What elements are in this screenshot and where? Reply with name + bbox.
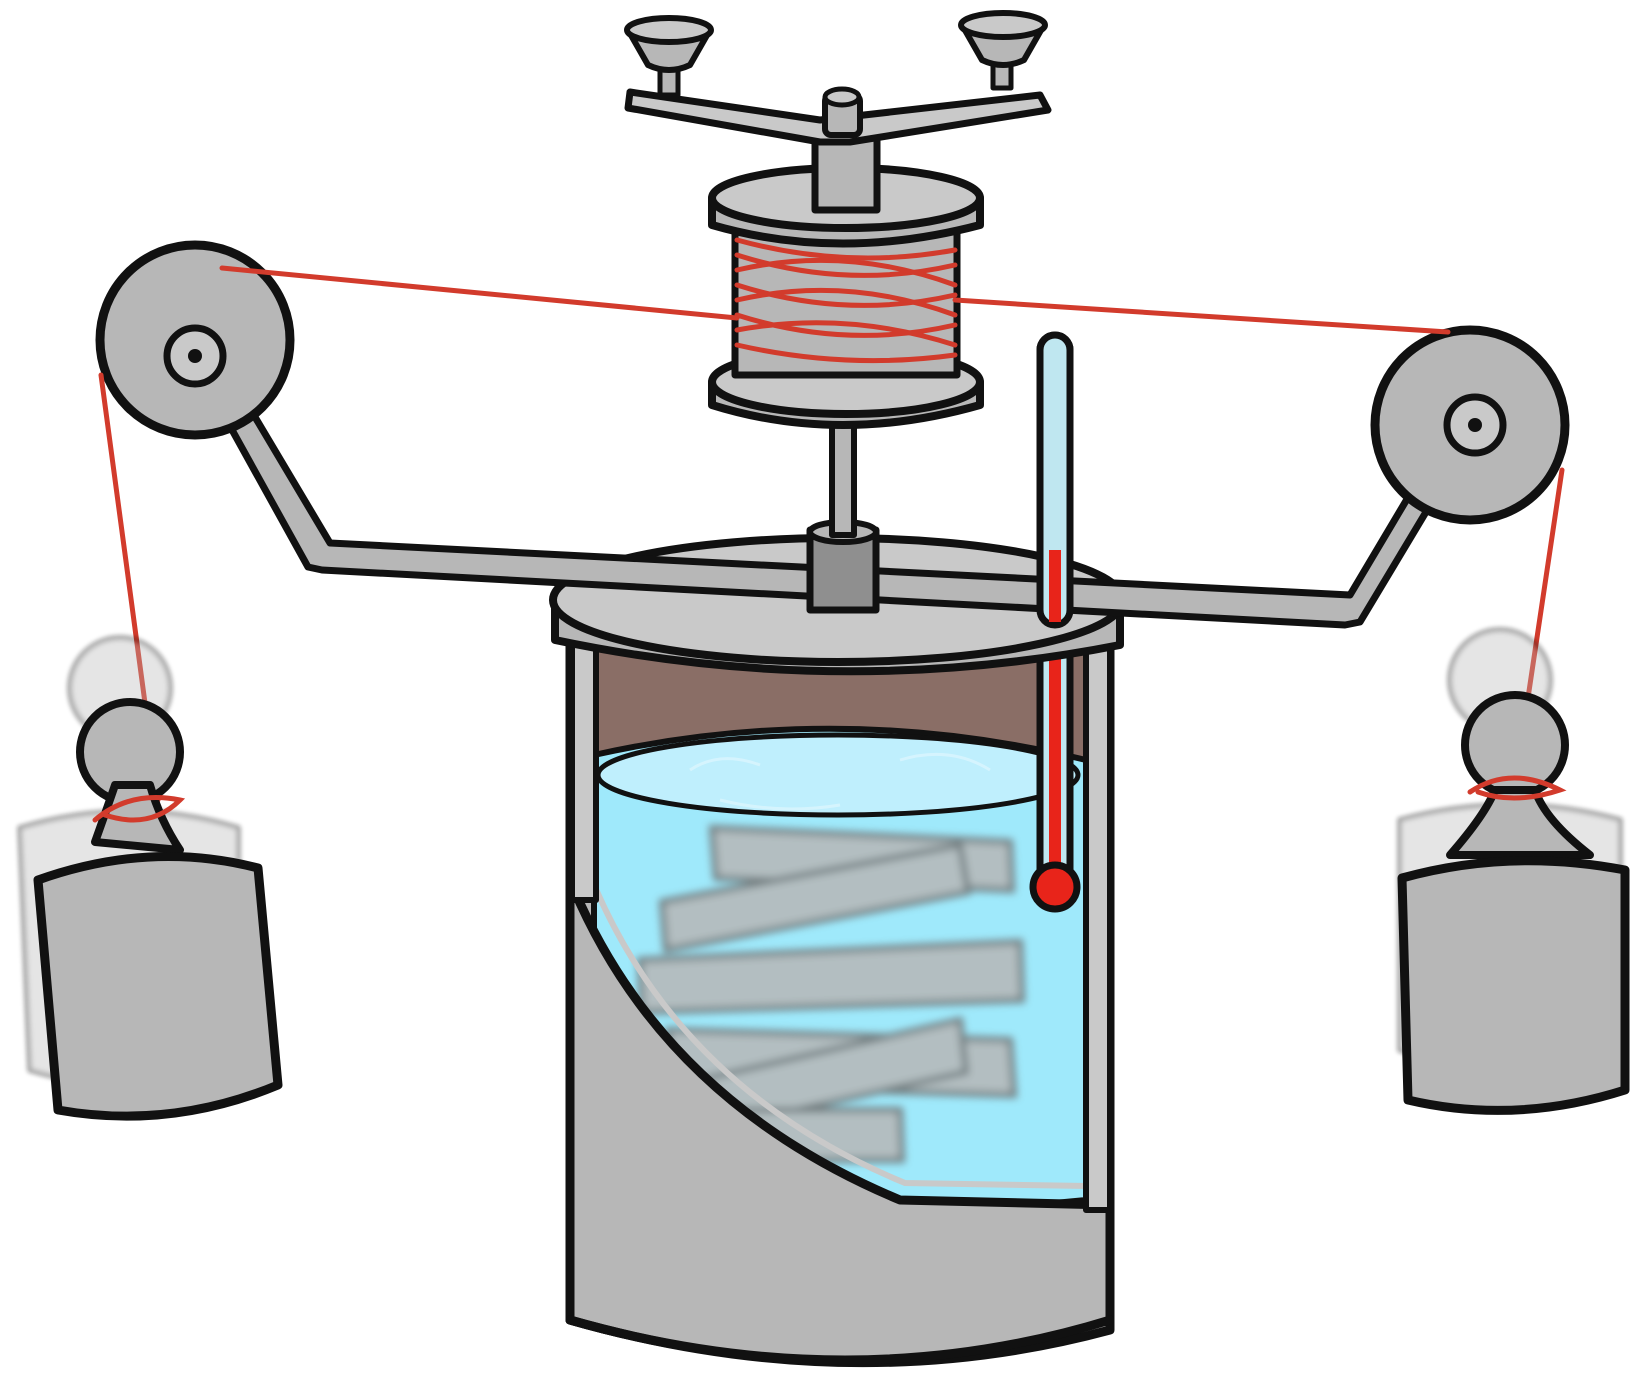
container xyxy=(549,331,1127,1368)
right-weight-string-loop xyxy=(1467,775,1567,801)
spindle-rod xyxy=(829,417,857,538)
thermometer-upper xyxy=(1036,331,1074,629)
right-weight-body xyxy=(1397,856,1630,1115)
container-left-wall xyxy=(569,637,599,903)
container-bottom xyxy=(565,1315,1115,1365)
left-weight-string-loop xyxy=(92,795,186,823)
thermometer-top-mercury xyxy=(1049,550,1061,622)
string-coils xyxy=(734,237,958,364)
container-cutaway-rim xyxy=(589,878,1089,1189)
right-pulley xyxy=(1370,325,1570,525)
thermometer-top-tube xyxy=(1036,331,1074,629)
paddle-3 xyxy=(636,938,1026,1016)
crank-handle-left xyxy=(624,15,714,98)
right-weight xyxy=(1397,627,1630,1115)
paddle-2 xyxy=(658,841,972,954)
string-right-top xyxy=(952,297,1451,335)
crank-handle-right xyxy=(958,10,1048,91)
water-swirls xyxy=(689,752,991,811)
left-pulley xyxy=(95,240,295,440)
paddles xyxy=(636,700,1026,1163)
spindle-assembly xyxy=(624,10,1052,538)
left-weight xyxy=(17,635,283,1121)
crank-center-knob-top xyxy=(822,86,862,108)
right-weight-neck xyxy=(1446,786,1594,859)
container-right-wall xyxy=(1083,637,1113,1213)
string-left-top xyxy=(219,265,740,321)
thermometer-bulb xyxy=(1029,861,1081,913)
left-weight-body xyxy=(33,852,283,1121)
